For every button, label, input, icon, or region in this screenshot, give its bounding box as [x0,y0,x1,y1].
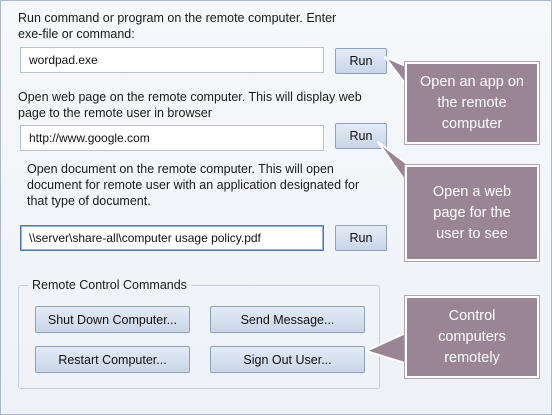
callout-open-app-line2: the remote [437,94,507,111]
open-document-description-line1: Open document on the remote computer. Th… [27,162,334,176]
send-message-button[interactable]: Send Message... [210,306,365,333]
document-path-input[interactable] [20,225,324,251]
callout-control-computers-line2: computers [438,328,506,345]
run-command-description: Run command or program on the remote com… [18,10,336,42]
shut-down-computer-button[interactable]: Shut Down Computer... [35,306,190,333]
open-web-page-button[interactable]: Run [335,123,387,149]
run-command-description-line1: Run command or program on the remote com… [18,11,337,25]
callout-open-app: Open an app on the remote computer [405,62,539,144]
open-web-page-description-line1: Open web page on the remote computer. Th… [18,90,362,104]
callout-open-app-line1: Open an app on [419,73,524,90]
open-document-description: Open document on the remote computer. Th… [27,161,359,209]
remote-control-group-title: Remote Control Commands [28,278,191,292]
run-command-description-line2: exe-file or command: [18,27,135,41]
command-input[interactable] [20,47,324,73]
open-document-description-line2: document for remote user with an applica… [27,178,360,192]
open-web-page-description-line2: page to the remote user in browser [18,106,212,120]
web-address-input[interactable] [20,125,324,151]
callout-open-web-page-line2: page for the [433,204,511,221]
callout-open-web-page-line1: Open a web [432,183,512,200]
callout-open-web-page: Open a web page for the user to see [405,165,539,261]
callout-control-pointer [365,331,409,365]
restart-computer-button[interactable]: Restart Computer... [35,346,190,373]
callout-control-computers-line1: Control [448,307,496,324]
callout-open-web-page-line3: user to see [436,225,508,242]
run-command-button[interactable]: Run [335,48,387,74]
open-document-button[interactable]: Run [335,225,387,251]
remote-control-group [18,285,380,389]
callout-control-computers-line3: remotely [444,349,500,366]
sign-out-user-button[interactable]: Sign Out User... [210,346,365,373]
open-web-page-description: Open web page on the remote computer. Th… [18,89,362,121]
open-document-description-line3: that type of document. [27,194,151,208]
callout-control-computers: Control computers remotely [405,296,539,378]
callout-open-app-line3: computer [441,115,503,132]
